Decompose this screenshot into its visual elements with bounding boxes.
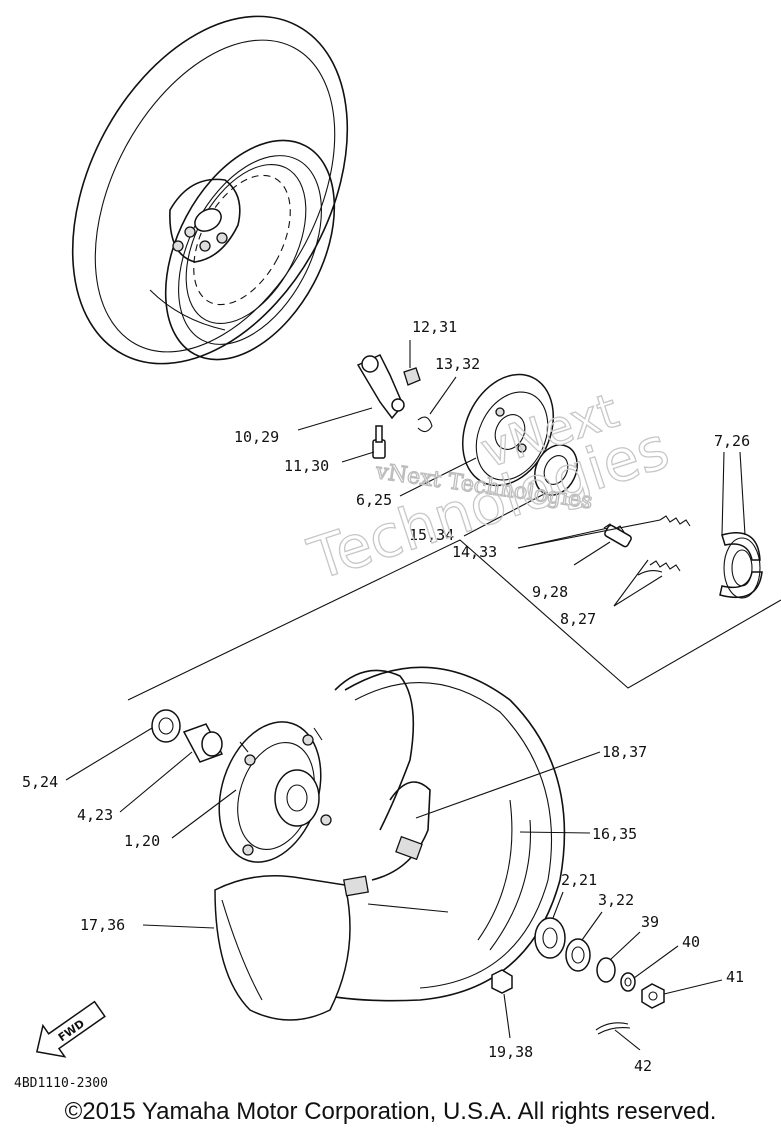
part-label-7-26: 7,26 bbox=[714, 432, 750, 450]
part-label-group: 12,31 13,32 10,29 11,30 6,25 7,26 15,34 … bbox=[22, 318, 750, 1075]
part-label-13-32: 13,32 bbox=[435, 355, 480, 373]
part-label-1-20: 1,20 bbox=[124, 832, 160, 850]
part-label-14-33: 14,33 bbox=[452, 543, 497, 561]
part-label-9-28: 9,28 bbox=[532, 583, 568, 601]
axis-bracket bbox=[127, 539, 781, 701]
part-label-6-25: 6,25 bbox=[356, 491, 392, 509]
part-label-11-30: 11,30 bbox=[284, 457, 329, 475]
part-label-41: 41 bbox=[726, 968, 744, 986]
leader-lines bbox=[65, 340, 746, 1051]
fwd-arrow: FWD bbox=[35, 1000, 106, 1058]
diagram-code: 4BD1110-2300 bbox=[14, 1076, 108, 1091]
part-label-10-29: 10,29 bbox=[234, 428, 279, 446]
part-label-5-24: 5,24 bbox=[22, 773, 58, 791]
part-label-18-37: 18,37 bbox=[602, 743, 647, 761]
part-label-17-36: 17,36 bbox=[80, 916, 125, 934]
part-label-19-38: 19,38 bbox=[488, 1043, 533, 1061]
part-label-15-34: 15,34 bbox=[409, 526, 454, 544]
part-label-42: 42 bbox=[634, 1057, 652, 1075]
part-label-40: 40 bbox=[682, 933, 700, 951]
hub-and-tire bbox=[151, 666, 665, 1035]
assembled-wheel bbox=[71, 15, 349, 365]
part-label-3-22: 3,22 bbox=[598, 891, 634, 909]
part-label-4-23: 4,23 bbox=[77, 806, 113, 824]
part-label-39: 39 bbox=[641, 913, 659, 931]
part-label-2-21: 2,21 bbox=[561, 871, 597, 889]
copyright-notice: ©2015 Yamaha Motor Corporation, U.S.A. A… bbox=[64, 1098, 717, 1125]
part-label-16-35: 16,35 bbox=[592, 825, 637, 843]
part-label-12-31: 12,31 bbox=[412, 318, 457, 336]
part-label-8-27: 8,27 bbox=[560, 610, 596, 628]
brake-assembly bbox=[356, 354, 763, 599]
